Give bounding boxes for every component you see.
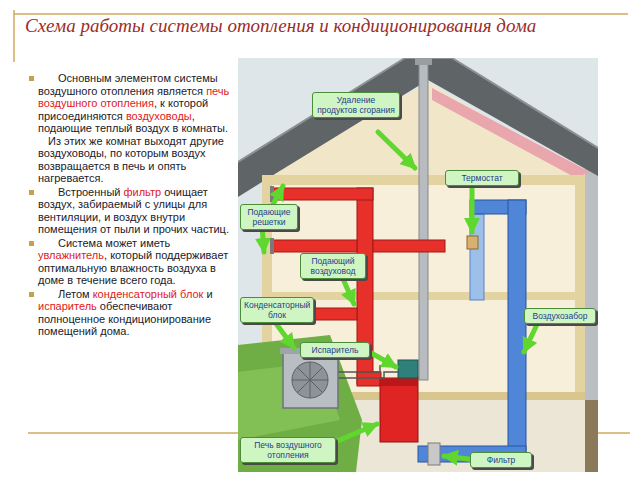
callout-box: Испаритель — [300, 342, 370, 358]
bullet-paragraph: Из этих же комнат выходят другие воздухо… — [28, 135, 234, 185]
body-text: Встроенный — [58, 186, 123, 198]
callout-box: Подающие решетки — [240, 204, 298, 230]
callout-box: Фильтр — [470, 452, 532, 468]
supply-grille-part — [270, 238, 274, 254]
house-cutaway-part — [238, 58, 598, 162]
furnace-part — [380, 378, 418, 442]
return-duct — [418, 200, 526, 462]
leader-arrow-part — [470, 182, 475, 232]
refrigerant-lines-part — [338, 372, 398, 378]
condenser-unit-part — [283, 352, 338, 408]
bullet-marker — [29, 76, 34, 81]
callout-box: Удаление продуктов сгорания — [312, 92, 400, 118]
callout-box: Термостат — [445, 170, 519, 186]
frame-decor-part — [13, 10, 15, 62]
supply-duct-part — [272, 188, 373, 200]
leader-arrow-part — [366, 350, 396, 367]
highlight-term: воздуховоды — [126, 110, 192, 122]
frame-decor-part — [14, 13, 628, 15]
condenser-unit-part — [297, 367, 323, 393]
refrigerant-lines-part — [338, 366, 398, 372]
body-text: и — [203, 288, 212, 300]
callout-box: Конденсаторный блок — [240, 297, 314, 323]
furnace-part — [380, 378, 418, 386]
supply-duct-part — [357, 372, 381, 386]
bullet-list: Основным элементом системы воздушного от… — [28, 72, 234, 338]
callout-label: Воздухозабор — [528, 311, 592, 321]
house-cutaway-part — [238, 58, 598, 197]
slide-title: Схема работы системы отопления и кондици… — [25, 15, 536, 38]
callout-label: Фильтр — [474, 455, 528, 465]
bullet-paragraph: Летом конденсаторный блок и испаритель о… — [28, 288, 234, 338]
body-text: Летом — [58, 288, 93, 300]
supply-duct-part — [373, 240, 445, 252]
house-cutaway-part — [415, 58, 432, 65]
house-cutaway-part — [575, 175, 585, 400]
callout-label: Термостат — [449, 173, 515, 183]
condenser-unit-part — [297, 367, 323, 393]
highlight-term: испаритель — [38, 300, 97, 312]
callout-label: Подающий воздуховод — [304, 256, 362, 276]
supply-duct-part — [272, 240, 357, 252]
highlight-term: фильтр — [123, 186, 161, 198]
highlight-term: увлажнитель — [38, 249, 104, 261]
furnace-part — [398, 360, 418, 378]
filter-part — [428, 443, 440, 465]
bullet-paragraph: Система может иметь увлажнитель, который… — [28, 237, 234, 287]
callout-label: Удаление продуктов сгорания — [316, 95, 396, 115]
callout-box: Печь воздушного отопления — [240, 437, 336, 463]
callout-label: Конденсаторный блок — [244, 300, 310, 320]
bullet-marker — [29, 190, 34, 195]
return-duct-part — [508, 200, 526, 462]
refrigerant-lines — [338, 366, 398, 378]
bullet-marker — [29, 292, 34, 297]
condenser-unit-part — [292, 362, 328, 398]
body-text: Из этих же комнат выходят другие воздухо… — [38, 135, 224, 185]
house-cutaway — [238, 58, 598, 472]
callout-box: Подающий воздуховод — [300, 253, 366, 279]
bullet-paragraph: Основным элементом системы воздушного от… — [28, 72, 234, 135]
callout-label: Подающие решетки — [244, 207, 294, 227]
callout-label: Печь воздушного отопления — [244, 440, 332, 460]
bullet-paragraph: Встроенный фильтр очищает воздух, забира… — [28, 186, 234, 236]
house-cutaway-part — [585, 400, 598, 472]
bullet-marker — [29, 241, 34, 246]
thermostat — [467, 236, 478, 249]
filter — [428, 443, 440, 465]
callout-box: Воздухозабор — [524, 308, 596, 324]
highlight-term: конденсаторный блок — [93, 288, 204, 300]
house-cutaway-part — [238, 58, 598, 472]
body-text: Система может иметь — [58, 237, 170, 249]
house-cutaway-part — [419, 58, 428, 380]
callout-label: Испаритель — [304, 345, 366, 355]
leader-arrow-part — [378, 132, 415, 168]
thermostat-part — [467, 236, 478, 249]
leader-arrow — [262, 132, 540, 460]
body-text: Основным элементом системы воздушного от… — [38, 72, 218, 97]
